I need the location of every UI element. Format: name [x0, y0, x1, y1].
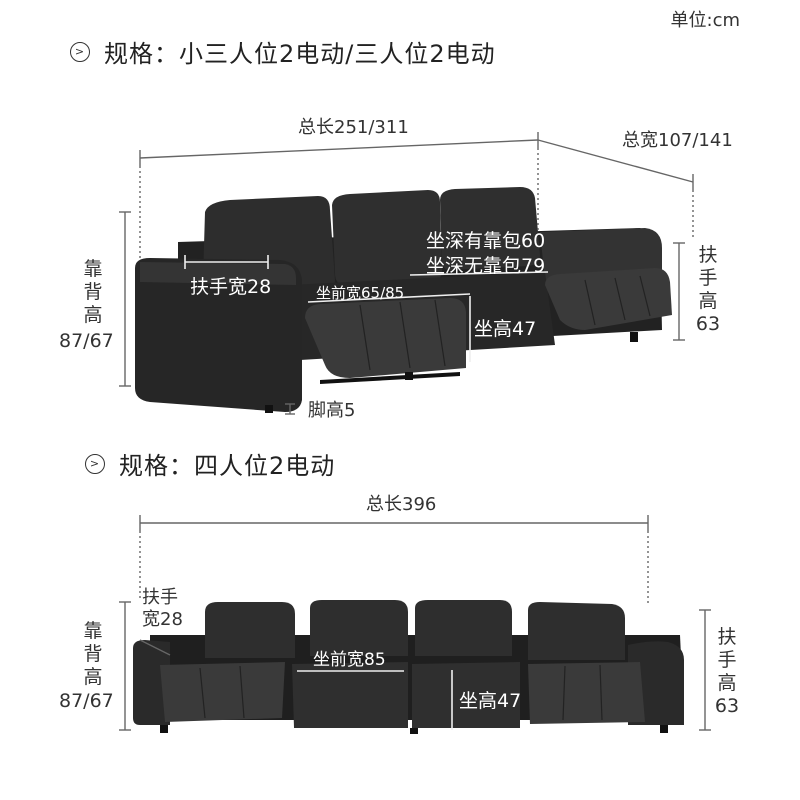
- spec1-seat-depth-without: 坐深无靠包79: [426, 255, 546, 277]
- spec1-armrest-height: 扶 手 高 63: [695, 244, 721, 335]
- spec1-total-length: 总长251/311: [298, 117, 409, 138]
- spec2-total-length: 总长396: [366, 494, 437, 515]
- spec1-back-height: 靠 背 高: [83, 258, 103, 326]
- circle-arrow-icon: >: [85, 453, 105, 474]
- spec1-title: > 规格：小三人位2电动/三人位2电动: [70, 34, 496, 69]
- spec2-back-height-value: 87/67: [59, 690, 114, 712]
- spec1-back-height-value: 87/67: [59, 330, 114, 352]
- spec2-title: > 规格：四人位2电动: [85, 446, 335, 481]
- spec2-back-height: 靠 背 高: [83, 620, 103, 688]
- spec2-armrest-width: 扶手 宽28: [142, 587, 183, 630]
- spec2-seat-front-width: 坐前宽85: [313, 650, 386, 670]
- spec1-seat-depth-with: 坐深有靠包60: [426, 230, 546, 252]
- spec1-leg-height: 脚高5: [308, 400, 356, 421]
- spec2-title-text: 规格：四人位2电动: [119, 452, 336, 480]
- sofa1-drawing: [135, 187, 672, 413]
- spec1-seat-height: 坐高47: [474, 318, 537, 340]
- sofa2-drawing: [133, 600, 684, 734]
- spec1-armrest-width: 扶手宽28: [190, 276, 272, 298]
- spec1-seat-front-width: 坐前宽65/85: [316, 284, 405, 302]
- unit-label: 单位:cm: [670, 10, 741, 31]
- spec2-armrest-height: 扶 手 高 63: [714, 626, 740, 717]
- spec1-total-width: 总宽107/141: [622, 130, 733, 151]
- circle-arrow-icon: >: [70, 41, 90, 62]
- spec1-title-text: 规格：小三人位2电动/三人位2电动: [104, 40, 496, 68]
- spec2-seat-height: 坐高47: [459, 690, 522, 712]
